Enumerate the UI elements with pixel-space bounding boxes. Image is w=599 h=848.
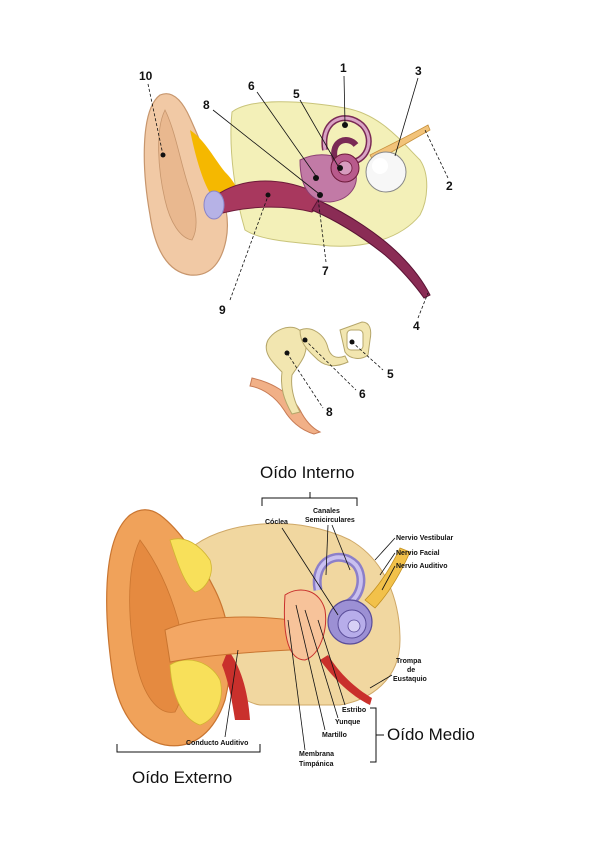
ossicle-dot-2 (317, 192, 323, 198)
leader-6 (256, 91, 317, 177)
ossicles-detail-diagram: 5 6 8 (249, 321, 394, 435)
label-8: 8 (203, 98, 210, 112)
cartilage-shape (190, 130, 239, 203)
title-oido-medio: Oído Medio (387, 725, 475, 744)
eustachian-tube-shape (311, 199, 431, 299)
leader-martillo (295, 604, 326, 731)
leader-4 (417, 292, 429, 319)
top-ear-diagram: 1 2 3 4 5 6 7 8 9 10 (139, 61, 453, 333)
leader-yunque (304, 609, 339, 719)
label-canales-2: Semicirculares (305, 517, 355, 524)
label-coclea: Cóclea (265, 519, 288, 526)
bracket-externo (116, 744, 261, 753)
leader-9 (229, 195, 269, 301)
label-membrana-2: Timpánica (299, 761, 334, 768)
cartilage-yellow-upper (169, 538, 212, 593)
ossicle-dot-3 (337, 165, 343, 171)
pinna-inner-fold (158, 109, 197, 241)
pinna-dot (160, 152, 166, 158)
labeled-ear-diagram: Oído Interno Cóclea Canales Semicircular… (106, 463, 475, 787)
label-trompa-3: Eustaquio (393, 676, 427, 683)
incus-shape (299, 328, 349, 367)
detail-label-8: 8 (326, 405, 333, 419)
leader-vestibular (374, 537, 396, 561)
leader-auditivo (381, 565, 396, 591)
detail-label-6: 6 (359, 387, 366, 401)
leader-coclea (281, 527, 339, 616)
label-yunque: Yunque (335, 719, 360, 726)
leader-8 (212, 109, 319, 194)
title-oido-externo: Oído Externo (132, 768, 232, 787)
leader-membrana (287, 619, 306, 751)
leader-5 (299, 99, 339, 167)
label-estribo: Estribo (342, 707, 366, 714)
semicircular-canals-bottom-inner (315, 555, 363, 607)
label-auditivo: Nervio Auditivo (396, 563, 447, 570)
leader-estribo (317, 619, 346, 706)
leader-7 (317, 197, 327, 263)
cartilage-yellow-lower (169, 659, 222, 726)
label-1: 1 (340, 61, 347, 75)
label-vestibular: Nervio Vestibular (396, 535, 453, 542)
label-trompa-1: Trompa (396, 658, 421, 665)
label-membrana-1: Membrana (299, 751, 334, 758)
vestibule-ball-highlight (372, 158, 388, 174)
ossicle-dot-4 (342, 122, 348, 128)
canal-opening (203, 190, 225, 220)
ossicle-dot-1 (313, 175, 319, 181)
leader-trompa (369, 674, 393, 689)
leader-2 (424, 129, 449, 179)
nerve-bundle (364, 547, 411, 609)
leader-canales-a (325, 524, 329, 576)
bracket-medio (370, 707, 384, 763)
label-9: 9 (219, 303, 226, 317)
muscle-red (222, 650, 250, 720)
stapes-footplate (346, 329, 364, 351)
vestibule-ball (365, 151, 407, 193)
leader-1 (343, 75, 346, 125)
leader-conducto (224, 649, 239, 738)
leader-facial (379, 552, 396, 576)
label-2: 2 (446, 179, 453, 193)
bracket-interno (261, 492, 358, 506)
leader-canales-b (331, 524, 351, 571)
label-3: 3 (415, 64, 422, 78)
malleus-shape (265, 326, 307, 415)
label-4: 4 (413, 319, 420, 333)
label-10: 10 (139, 69, 153, 83)
detail-label-5: 5 (387, 367, 394, 381)
label-5: 5 (293, 87, 300, 101)
cochlea-bottom-center (347, 619, 361, 633)
canal-dot (265, 192, 271, 198)
label-martillo: Martillo (322, 732, 347, 739)
detail-leader-8 (286, 352, 324, 409)
label-canales-1: Canales (313, 508, 340, 515)
leader-3 (394, 77, 419, 157)
label-trompa-2: de (407, 667, 415, 674)
label-conducto: Conducto Auditivo (186, 740, 248, 747)
detail-leader-5 (351, 341, 384, 371)
detail-leader-6 (304, 339, 357, 391)
title-oido-interno: Oído Interno (260, 463, 355, 482)
label-7: 7 (322, 264, 329, 278)
semicircular-canals-inner (322, 116, 371, 164)
label-facial: Nervio Facial (396, 550, 440, 557)
label-6: 6 (248, 79, 255, 93)
leader-10 (147, 83, 164, 156)
